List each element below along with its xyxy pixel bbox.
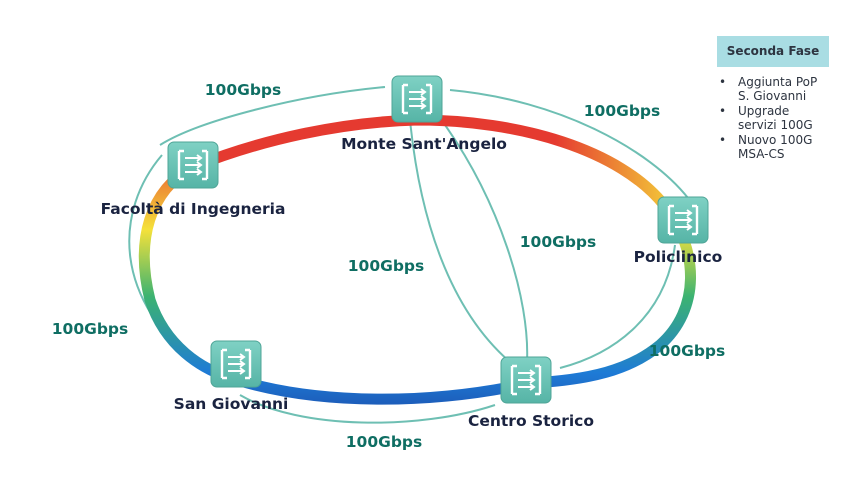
- bandwidth-label-facolta-sangiovanni: 100Gbps: [52, 320, 129, 338]
- router-policlinico: [656, 195, 710, 245]
- label-facolta-ingegneria: Facoltà di Ingegneria: [101, 200, 286, 218]
- panel-item-line: servizi 100G: [738, 118, 813, 132]
- router-centro-storico: [499, 355, 553, 405]
- label-policlinico: Policlinico: [634, 248, 723, 266]
- link-sangiovanni-centro: [239, 394, 496, 424]
- router-icon: [166, 140, 220, 190]
- panel-title: Seconda Fase: [717, 36, 829, 67]
- outer-links: [128, 86, 689, 424]
- panel-item-line: Upgrade: [738, 104, 790, 118]
- fiber-ring: [138, 114, 696, 405]
- bandwidth-label-policlinico-centro: 100Gbps: [649, 342, 726, 360]
- link-policlinico-centro: [559, 244, 676, 369]
- label-monte-sant-angelo: Monte Sant'Angelo: [341, 135, 507, 153]
- bandwidth-label-monte-centro-left: 100Gbps: [348, 257, 425, 275]
- link-monte-centro-right: [439, 117, 529, 363]
- label-centro-storico: Centro Storico: [468, 412, 594, 430]
- link-facolta-monte: [159, 86, 386, 146]
- panel-item-line: S. Giovanni: [738, 89, 807, 103]
- router-icon: [390, 74, 444, 124]
- panel-item-line: Nuovo 100G: [738, 133, 813, 147]
- router-san-giovanni: [209, 339, 263, 389]
- router-monte-sant-angelo: [390, 74, 444, 124]
- bandwidth-label-sangiovanni-centro: 100Gbps: [346, 433, 423, 451]
- link-monte-centro-left: [409, 119, 511, 363]
- bandwidth-label-monte-policlinico: 100Gbps: [584, 102, 661, 120]
- router-icon: [209, 339, 263, 389]
- router-icon: [499, 355, 553, 405]
- panel-item-line: Aggiunta PoP: [738, 75, 818, 89]
- link-monte-policlinico: [449, 89, 689, 199]
- panel-item-line: MSA-CS: [738, 147, 785, 161]
- bandwidth-label-monte-centro-right: 100Gbps: [520, 233, 597, 251]
- label-san-giovanni: San Giovanni: [174, 395, 289, 413]
- router-icon: [656, 195, 710, 245]
- bandwidth-label-facolta-monte: 100Gbps: [205, 81, 282, 99]
- router-facolta-ingegneria: [166, 140, 220, 190]
